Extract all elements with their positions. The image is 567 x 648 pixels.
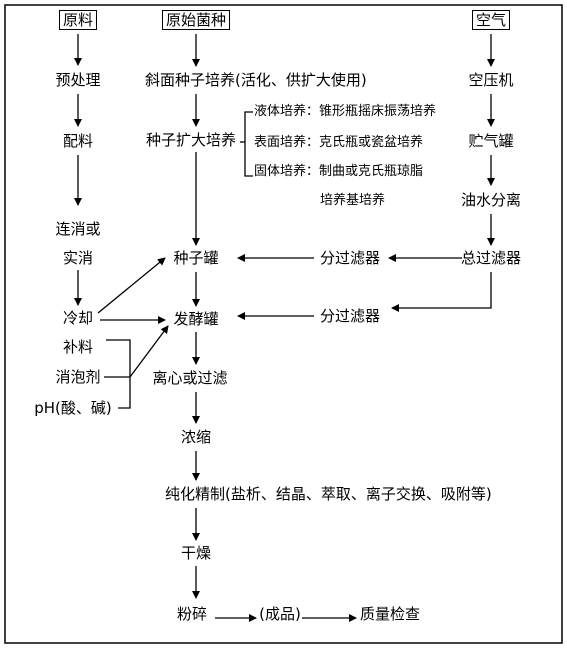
node-sub-filter-1: 分过滤器 xyxy=(319,249,381,267)
node-sub-filter-2: 分过滤器 xyxy=(319,307,381,325)
node-solid-culture: 固体培养：制曲或克氏瓶琼脂 xyxy=(254,164,424,179)
node-cooling: 冷却 xyxy=(62,309,94,327)
additives-bracket xyxy=(106,339,131,409)
arrow-main-filter-to-sub-filter-2 xyxy=(391,272,492,312)
node-mixing: 配料 xyxy=(62,132,94,150)
node-centrifuge-or-filter: 离心或过滤 xyxy=(152,369,228,387)
diagram-frame xyxy=(4,4,563,644)
node-air-tank: 贮气罐 xyxy=(468,132,514,150)
node-pretreatment: 预处理 xyxy=(55,71,101,89)
node-seed-tank: 种子罐 xyxy=(173,249,219,267)
node-seed-expansion: 种子扩大培养 xyxy=(146,131,237,149)
node-ph: pH(酸、碱) xyxy=(34,399,112,417)
node-feed: 补料 xyxy=(62,338,94,356)
node-fermenter: 发酵罐 xyxy=(173,310,219,328)
culture-methods-bracket xyxy=(244,111,253,177)
node-slant-culture: 斜面种子培养(活化、供扩大使用) xyxy=(145,71,367,89)
node-purification: 纯化精制(盐析、结晶、萃取、离子交换、吸附等) xyxy=(165,485,492,503)
node-oil-water-separation: 油水分离 xyxy=(460,191,522,209)
node-defoamer: 消泡剂 xyxy=(55,368,101,386)
header-original-strain: 原始菌种 xyxy=(161,10,231,30)
arrow-additives-to-fermenter xyxy=(129,325,169,378)
node-drying: 干燥 xyxy=(180,544,212,562)
node-air-compressor: 空压机 xyxy=(468,71,514,89)
header-raw-material: 原料 xyxy=(58,10,98,30)
arrow-cooling-to-seed-tank xyxy=(97,257,166,314)
node-product: (成品) xyxy=(259,605,301,623)
node-main-filter: 总过滤器 xyxy=(460,249,522,267)
node-sterilize-line2: 实消 xyxy=(62,249,94,267)
node-concentrate: 浓缩 xyxy=(180,428,212,446)
node-surface-culture: 表面培养：克氏瓶或瓷盆培养 xyxy=(254,135,424,150)
node-crushing: 粉碎 xyxy=(176,605,208,623)
node-liquid-culture: 液体培养：锥形瓶摇床振荡培养 xyxy=(254,104,437,119)
node-solid-culture-cont: 培养基培养 xyxy=(320,193,386,208)
node-sterilize-line1: 连消或 xyxy=(55,220,101,238)
header-air: 空气 xyxy=(471,10,511,30)
node-quality-check: 质量检查 xyxy=(359,605,421,623)
